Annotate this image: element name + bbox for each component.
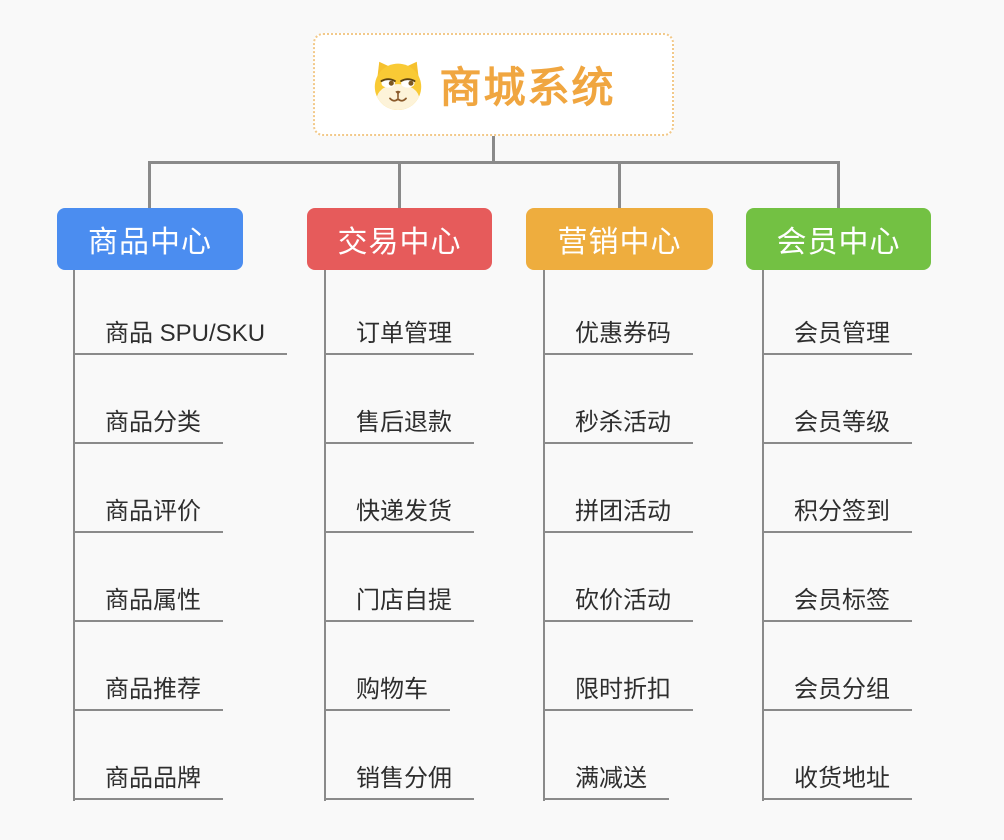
leaf-node[interactable]: 快递发货 xyxy=(324,493,474,533)
branch-node-label: 交易中心 xyxy=(337,226,462,259)
branch-node-product-center[interactable]: 商品中心 xyxy=(57,208,243,270)
leaf-node[interactable]: 商品评价 xyxy=(73,493,223,533)
leaf-node[interactable]: 会员管理 xyxy=(762,315,912,355)
leaf-node[interactable]: 会员等级 xyxy=(762,404,912,444)
branch-drop-line xyxy=(618,161,621,208)
branch-node-label: 商品中心 xyxy=(88,226,212,259)
branch-node-member-center[interactable]: 会员中心 xyxy=(746,208,931,270)
leaf-node[interactable]: 订单管理 xyxy=(324,315,474,355)
branches-horizontal-line xyxy=(148,161,840,164)
root-connector-line xyxy=(492,136,495,163)
leaf-node[interactable]: 积分签到 xyxy=(762,493,912,533)
leaf-node[interactable]: 商品属性 xyxy=(73,582,223,622)
branch-tree-line xyxy=(762,270,764,801)
leaf-node[interactable]: 秒杀活动 xyxy=(543,404,693,444)
branch-drop-line xyxy=(398,161,401,208)
leaf-node[interactable]: 商品品牌 xyxy=(73,760,223,800)
leaf-node[interactable]: 优惠券码 xyxy=(543,315,693,355)
leaf-node[interactable]: 拼团活动 xyxy=(543,493,693,533)
root-node[interactable]: 商城系统 xyxy=(313,33,674,136)
branch-node-label: 营销中心 xyxy=(557,226,682,259)
leaf-node[interactable]: 满减送 xyxy=(543,760,669,800)
branch-node-marketing-center[interactable]: 营销中心 xyxy=(526,208,713,270)
dog-face-icon xyxy=(371,60,425,110)
leaf-node[interactable]: 售后退款 xyxy=(324,404,474,444)
leaf-node[interactable]: 收货地址 xyxy=(762,760,912,800)
leaf-node[interactable]: 限时折扣 xyxy=(543,671,693,711)
root-node-title: 商城系统 xyxy=(439,64,616,111)
leaf-node[interactable]: 销售分佣 xyxy=(324,760,474,800)
leaf-node[interactable]: 门店自提 xyxy=(324,582,474,622)
branch-tree-line xyxy=(543,270,545,801)
leaf-node[interactable]: 商品分类 xyxy=(73,404,223,444)
leaf-node[interactable]: 商品推荐 xyxy=(73,671,223,711)
branch-drop-line xyxy=(837,161,840,208)
leaf-node[interactable]: 会员分组 xyxy=(762,671,912,711)
branch-drop-line xyxy=(148,161,151,208)
leaf-node[interactable]: 会员标签 xyxy=(762,582,912,622)
leaf-node[interactable]: 砍价活动 xyxy=(543,582,693,622)
branch-node-trade-center[interactable]: 交易中心 xyxy=(307,208,492,270)
leaf-node[interactable]: 购物车 xyxy=(324,671,450,711)
branch-tree-line xyxy=(324,270,326,801)
branch-node-label: 会员中心 xyxy=(776,226,901,259)
leaf-node[interactable]: 商品 SPU/SKU xyxy=(73,315,288,355)
branch-tree-line xyxy=(73,270,75,801)
